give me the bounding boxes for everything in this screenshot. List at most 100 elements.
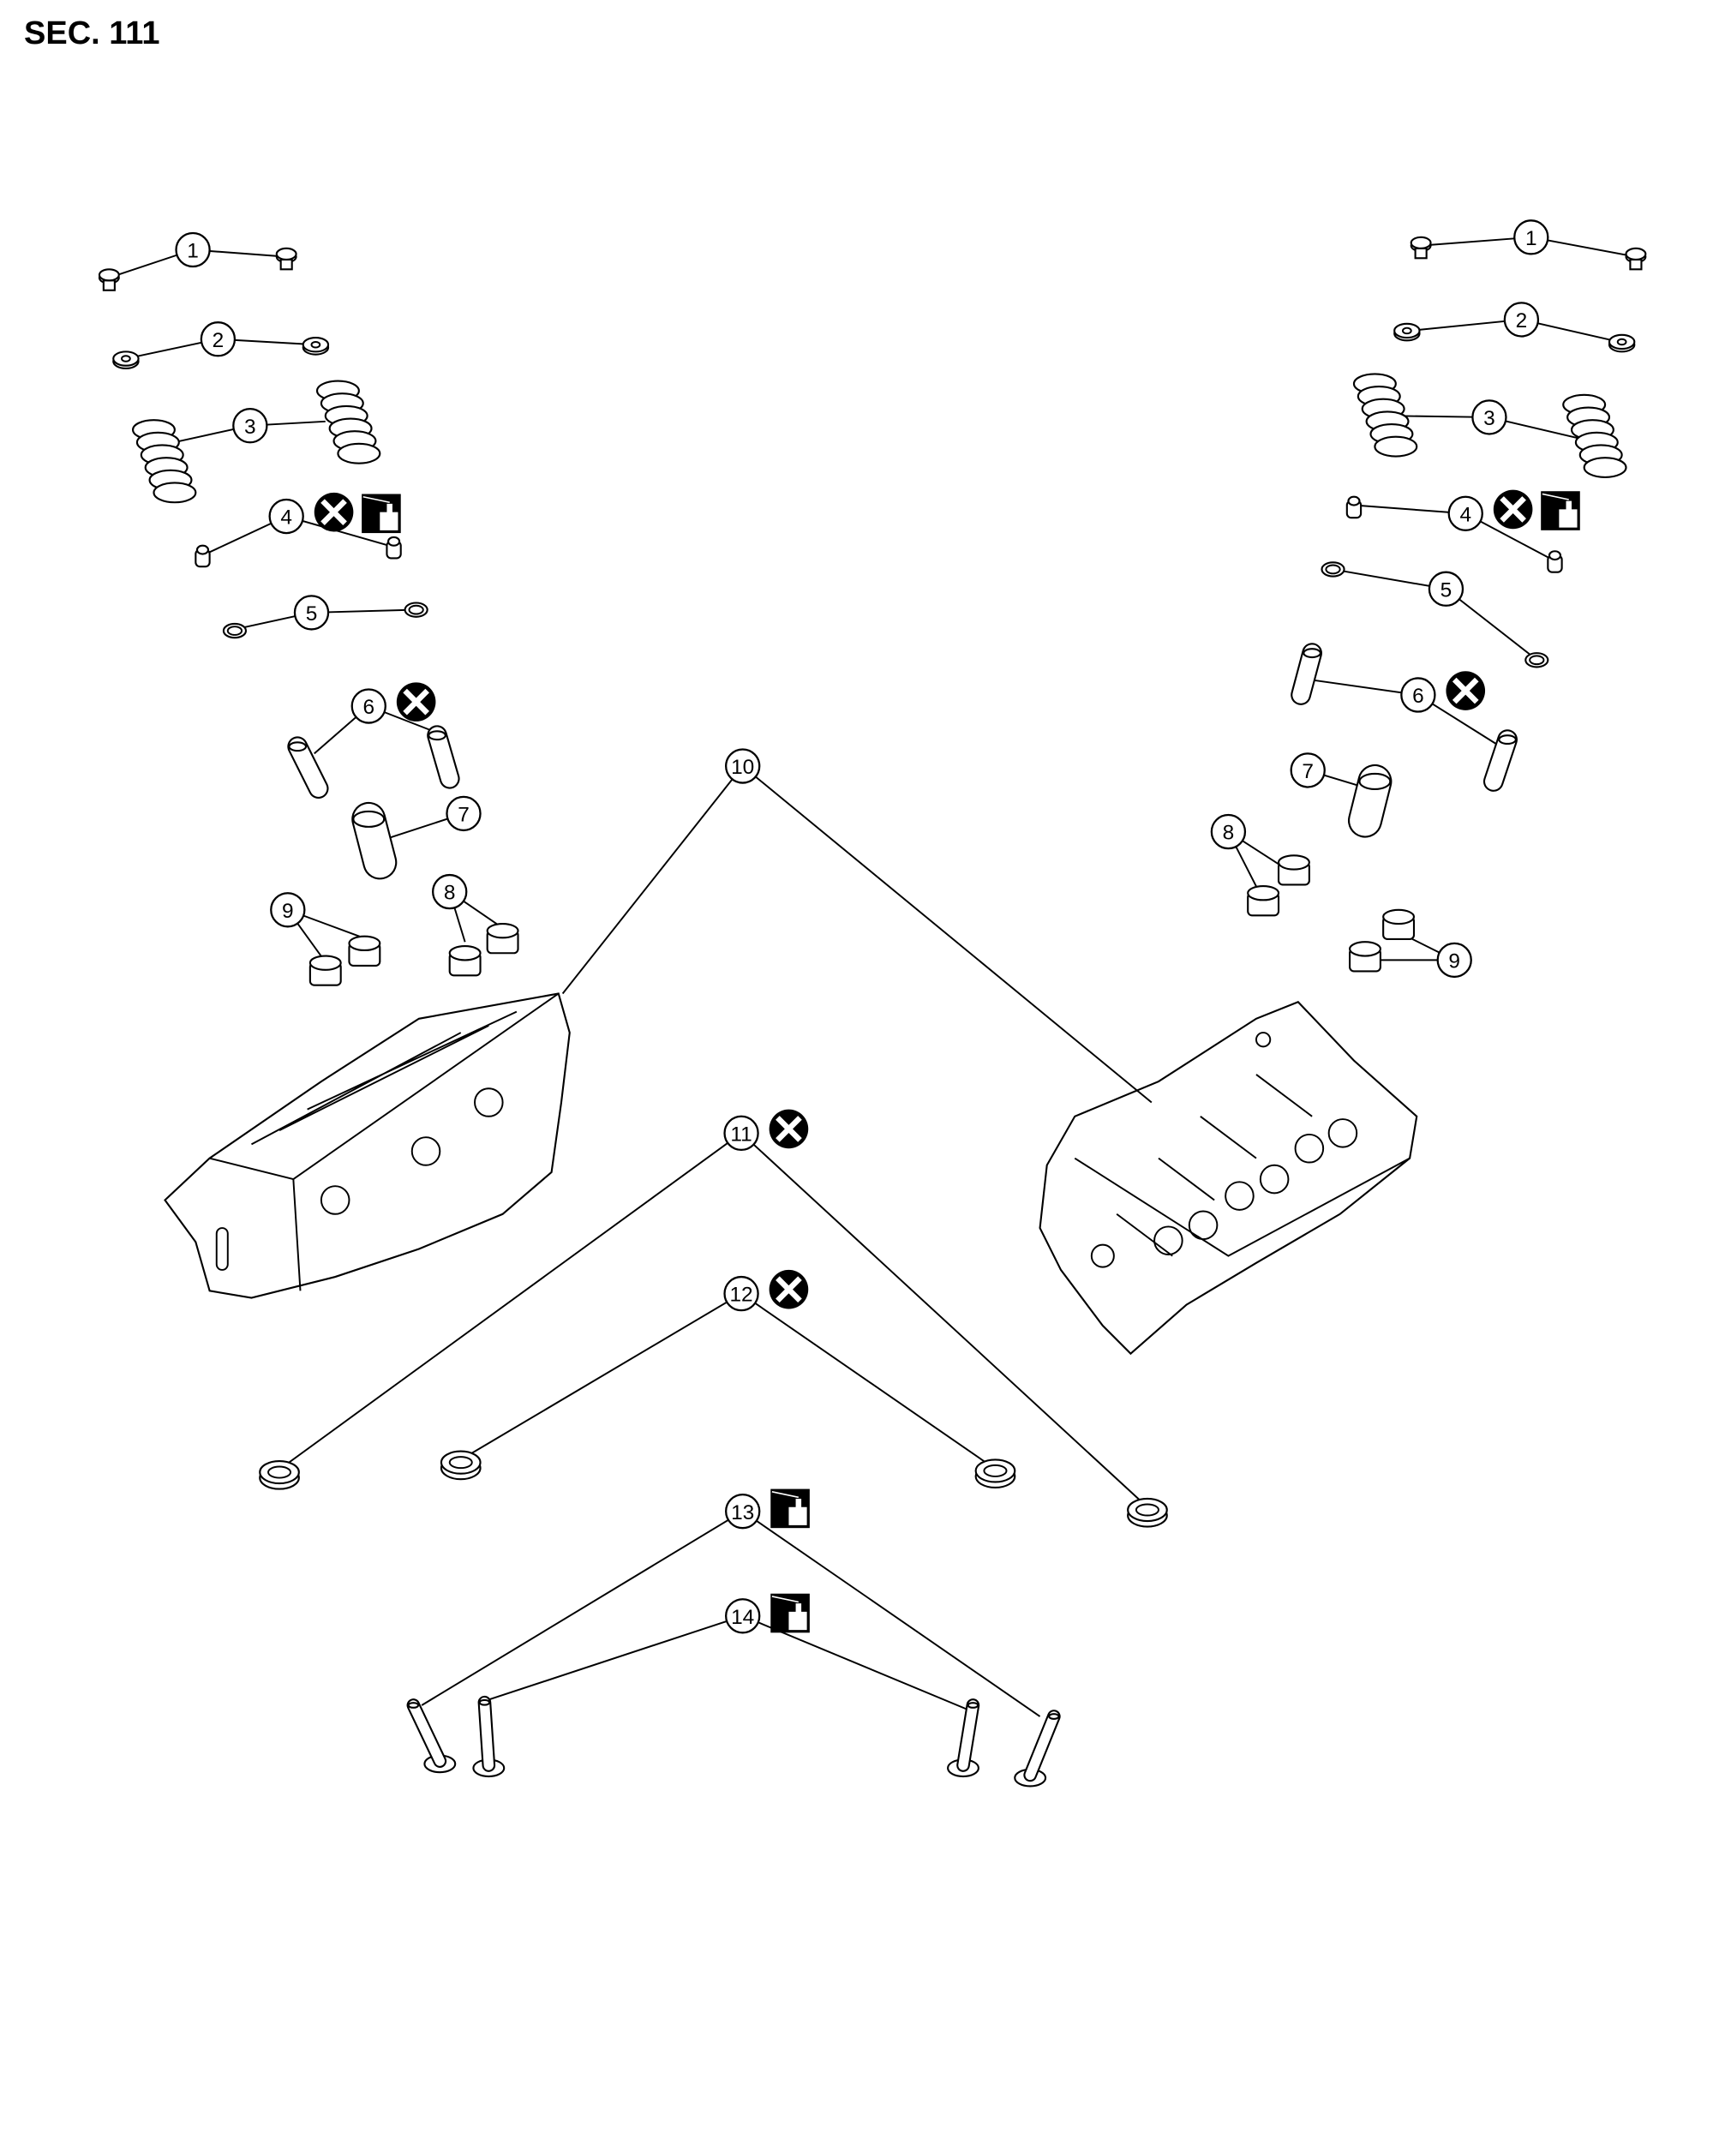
- valve-guide: [1482, 729, 1518, 792]
- callout-14: 14: [725, 1598, 761, 1634]
- valve-spring: [131, 419, 197, 504]
- intake-valve-stem: [477, 1695, 496, 1772]
- callout-3: 3: [1471, 399, 1507, 435]
- leader-line: [1309, 679, 1419, 696]
- callout-number: 10: [731, 756, 754, 779]
- leader-line: [561, 765, 744, 995]
- do-not-reuse-icon: [1446, 671, 1486, 710]
- callout-circle: [232, 408, 268, 444]
- callout-4: 4: [268, 498, 304, 535]
- exhaust-valve-stem: [1023, 1710, 1061, 1782]
- leader-line: [1445, 588, 1536, 660]
- callout-number: 8: [444, 882, 456, 905]
- shim: [1247, 885, 1280, 917]
- valve-oil-seal: [1547, 550, 1563, 573]
- valve-spring-retainer: [302, 337, 330, 356]
- shim: [448, 945, 482, 977]
- valve-seat-insert: [259, 1459, 300, 1490]
- callout-circle: [1210, 813, 1247, 850]
- valve-lifter: [1347, 764, 1393, 838]
- leader-line: [1421, 236, 1531, 247]
- callout-number: 8: [1223, 822, 1235, 845]
- valve-oil-seal: [195, 544, 211, 568]
- shim: [348, 935, 381, 967]
- callout-8: 8: [432, 873, 468, 910]
- do-not-reuse-icon: [769, 1109, 809, 1149]
- callout-10: 10: [725, 748, 761, 784]
- callout-circle: [446, 795, 482, 832]
- section-label: SEC. 111: [24, 15, 160, 51]
- valve-spring: [315, 380, 381, 464]
- valve-collet: [275, 247, 297, 271]
- shim: [1277, 854, 1310, 886]
- oil-application-icon: [362, 494, 401, 534]
- callout-9: 9: [270, 892, 306, 928]
- callout-circle: [175, 231, 211, 268]
- leader-line: [1530, 236, 1637, 258]
- valve-oil-seal: [386, 536, 402, 560]
- leader-line: [742, 1510, 1041, 1717]
- callout-4: 4: [1447, 495, 1483, 531]
- shim: [308, 955, 342, 986]
- shim: [1382, 908, 1416, 941]
- valve-seat-insert: [1127, 1497, 1168, 1528]
- callout-5: 5: [1428, 571, 1464, 607]
- leader-line: [421, 1510, 744, 1706]
- valve-spring-retainer: [1393, 322, 1421, 342]
- callout-number: 1: [187, 240, 199, 263]
- do-not-reuse-icon: [314, 492, 354, 532]
- leader-line: [1353, 504, 1466, 515]
- left-cylinder-head: [164, 992, 571, 1299]
- valve-guide: [287, 736, 329, 799]
- callout-circle: [1290, 752, 1326, 788]
- callout-circle: [293, 595, 330, 631]
- valve-lifter: [351, 801, 398, 880]
- leader-line: [279, 1132, 742, 1470]
- callout-number: 9: [282, 900, 294, 923]
- callout-1: 1: [1513, 219, 1549, 255]
- leader-line: [285, 515, 394, 548]
- callout-circle: [1513, 219, 1549, 255]
- callout-circle: [1436, 942, 1472, 979]
- callout-number: 14: [731, 1606, 754, 1629]
- valve-spring-seat: [404, 602, 428, 618]
- do-not-reuse-icon: [1493, 489, 1533, 530]
- shim: [1349, 941, 1381, 973]
- callout-circle: [270, 892, 306, 928]
- callout-circle: [725, 1493, 761, 1530]
- callout-circle: [723, 1275, 759, 1312]
- callout-5: 5: [293, 595, 330, 631]
- callout-2: 2: [1503, 302, 1540, 338]
- callout-circle: [350, 688, 386, 724]
- callout-number: 12: [729, 1284, 752, 1307]
- valve-spring-seat: [1524, 652, 1549, 668]
- callout-number: 6: [362, 696, 374, 719]
- valve-seat-insert: [440, 1450, 482, 1481]
- oil-application-icon: [770, 1488, 810, 1529]
- right-cylinder-head: [1039, 1000, 1418, 1356]
- valve-spring-retainer: [112, 350, 140, 369]
- shim: [486, 922, 519, 955]
- exhaust-valve-stem: [406, 1698, 447, 1768]
- leader-line: [1333, 568, 1446, 590]
- callout-number: 11: [730, 1123, 752, 1146]
- callout-2: 2: [200, 321, 237, 357]
- callout-circle: [1428, 571, 1464, 607]
- callout-number: 7: [1302, 760, 1314, 783]
- callout-12: 12: [723, 1275, 759, 1312]
- do-not-reuse-icon: [769, 1269, 809, 1309]
- callout-number: 7: [458, 804, 470, 827]
- callout-number: 3: [244, 416, 256, 439]
- callout-9: 9: [1436, 942, 1472, 979]
- callout-circle: [1447, 495, 1483, 531]
- leader-line: [460, 1292, 742, 1461]
- valve-collet: [98, 268, 120, 291]
- callout-circle: [1503, 302, 1540, 338]
- leader-line: [742, 765, 1153, 1104]
- callout-number: 2: [213, 329, 225, 352]
- callout-circle: [1400, 677, 1436, 713]
- callout-circle: [725, 748, 761, 784]
- leader-line: [740, 1132, 1148, 1508]
- callout-13: 13: [725, 1493, 761, 1530]
